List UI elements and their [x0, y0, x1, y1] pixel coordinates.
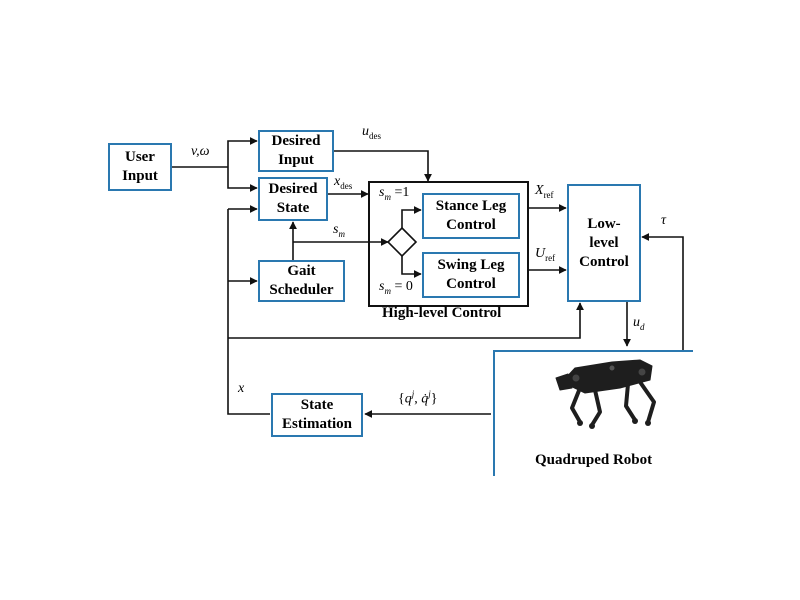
- arrow-u-des: [334, 150, 432, 182]
- label-u-ref: Uref: [535, 246, 555, 263]
- label-v-omega: v,ω: [191, 144, 210, 160]
- label-u-d-main: u: [633, 315, 640, 330]
- desired-input-label-1: Desired: [271, 133, 321, 149]
- label-u-ref-sub: ref: [545, 252, 556, 263]
- desired-state-label-2: State: [276, 200, 310, 216]
- label-x-feedback: x: [238, 381, 244, 397]
- label-tau-text: τ: [661, 213, 667, 228]
- label-s-m-zero: sm = 0: [379, 279, 413, 296]
- stance-leg-control-label-1: Stance Leg: [435, 198, 507, 214]
- gait-scheduler-label-2: Scheduler: [269, 282, 334, 298]
- label-x-des-sub: des: [340, 180, 353, 191]
- label-s-m: sm: [333, 222, 345, 239]
- user-input-label-1: User: [124, 149, 155, 165]
- label-tau: τ: [661, 213, 666, 229]
- arrow-to-desired-input: [227, 137, 258, 167]
- label-s-m-sub: m: [338, 228, 345, 239]
- label-q-set: {qj, q̇j}: [398, 389, 438, 408]
- user-input-label-2: Input: [122, 168, 158, 184]
- label-s-m-zero-main: s: [379, 279, 385, 294]
- desired-input-label-2: Input: [278, 152, 314, 168]
- swing-leg-control-label-1: Swing Leg: [437, 257, 505, 273]
- label-x-ref: Xref: [535, 183, 554, 200]
- low-level-control-label-2: level: [589, 234, 619, 251]
- arrow-tau: [641, 233, 684, 351]
- label-s-m-one-tail: =1: [390, 185, 410, 200]
- line-feedback-x: [227, 209, 270, 415]
- label-x-des-main: x: [334, 174, 341, 189]
- label-s-m-one-main: s: [379, 185, 385, 200]
- high-level-control-block: [368, 181, 529, 307]
- label-x-ref-main: X: [535, 183, 544, 198]
- label-u-des-sub: des: [369, 130, 381, 141]
- label-q-set-q: q: [404, 391, 412, 407]
- label-u-ref-main: U: [535, 246, 546, 261]
- high-level-control-caption: High-level Control: [382, 305, 502, 321]
- low-level-control-label-3: Control: [579, 253, 629, 270]
- desired-state-label-1: Desired: [268, 181, 318, 197]
- quadruped-robot-caption: Quadruped Robot: [535, 452, 653, 468]
- gait-scheduler-label-1: Gait: [287, 263, 316, 279]
- quadruped-robot-image: [555, 359, 656, 429]
- arrow-sm-zero: [401, 256, 422, 278]
- robot-frame: [493, 350, 693, 476]
- label-q-set-sup1: j: [411, 389, 415, 399]
- label-s-m-zero-tail: = 0: [390, 279, 413, 294]
- label-q-set-mid: ,: [414, 391, 422, 407]
- label-s-m-one-sub: m: [384, 191, 391, 202]
- label-u-d-sub: d: [640, 321, 645, 332]
- stance-leg-control-label-2: Control: [446, 217, 496, 233]
- state-estimation-label-2: Estimation: [281, 416, 352, 432]
- label-x-des: xdes: [334, 174, 352, 191]
- label-q-set-close: }: [430, 391, 438, 407]
- label-x-feedback-text: x: [238, 381, 245, 396]
- label-q-set-sup2: j: [428, 389, 431, 399]
- label-q-set-open: {: [398, 391, 405, 407]
- label-s-m-zero-sub: m: [384, 285, 391, 296]
- state-estimation-label-1: State: [300, 397, 334, 413]
- arrow-sm-one: [401, 206, 422, 228]
- label-u-des: udes: [362, 124, 381, 141]
- label-u-des-main: u: [362, 124, 369, 139]
- label-x-ref-sub: ref: [543, 189, 554, 200]
- swing-leg-control-label-2: Control: [446, 276, 496, 292]
- mode-switch-diamond: [386, 226, 418, 258]
- label-u-d: ud: [633, 315, 645, 332]
- arrow-x-to-low-level: [228, 302, 584, 339]
- arrow-to-desired-state: [227, 167, 258, 192]
- low-level-control-label-1: Low-: [587, 215, 621, 232]
- label-v-omega-text: v,ω: [191, 144, 210, 159]
- label-s-m-one: sm =1: [379, 185, 409, 202]
- label-s-m-main: s: [333, 222, 339, 237]
- label-q-set-qdot: q̇: [421, 391, 429, 407]
